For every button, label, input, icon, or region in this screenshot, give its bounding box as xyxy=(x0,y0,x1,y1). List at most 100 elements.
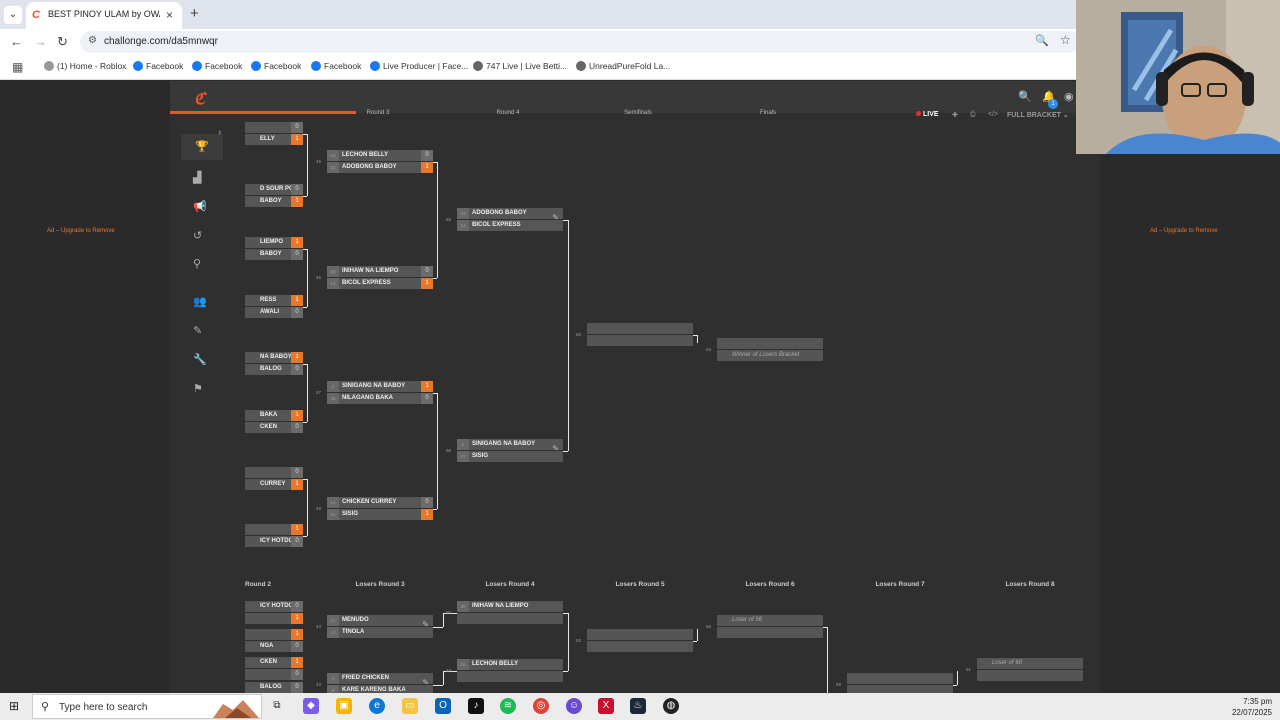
system-clock[interactable]: 7:35 pm 22/07/2025 xyxy=(1222,696,1272,718)
plus-icon[interactable]: ✚ xyxy=(952,112,958,119)
file-explorer-icon[interactable]: ▭ xyxy=(402,698,418,714)
obs-icon[interactable]: ◍ xyxy=(663,698,679,714)
forward-arrow-icon[interactable]: → xyxy=(34,34,47,49)
copilot-icon[interactable]: ◆ xyxy=(303,698,319,714)
bracket-connector xyxy=(303,196,307,197)
edit-match-icon[interactable]: ✎ xyxy=(422,678,429,687)
seed-number: 8 xyxy=(327,685,339,693)
bracket-match[interactable] xyxy=(587,323,693,347)
match-id: 43 xyxy=(316,682,322,687)
bracket-connector xyxy=(827,627,828,693)
widgets-icon[interactable]: ▣ xyxy=(336,698,352,714)
task-view-icon[interactable]: ⧉ xyxy=(273,700,281,711)
reload-icon[interactable]: ↻ xyxy=(57,34,68,49)
spotify-icon[interactable]: ≋ xyxy=(500,698,516,714)
edit-match-icon[interactable]: ✎ xyxy=(422,620,429,629)
bracket-match[interactable] xyxy=(587,629,693,653)
bookmark-facebook-3[interactable]: Facebook xyxy=(251,61,301,71)
live-label: LIVE xyxy=(923,111,939,118)
taskbar-search-placeholder: Type here to search xyxy=(59,702,148,713)
bookmark-unreadpurefold[interactable]: UnreadPureFold La... xyxy=(576,61,670,71)
edit-match-icon[interactable]: ✎ xyxy=(552,444,559,453)
chrome-icon[interactable]: ◎ xyxy=(533,698,549,714)
bracket-match[interactable]: Winner of Losers Bracket xyxy=(717,338,823,362)
bookmark-label: Facebook xyxy=(205,61,243,71)
tab-close-icon[interactable]: × xyxy=(166,8,174,22)
collapse-chevron-icon[interactable]: › xyxy=(218,127,222,138)
bracket-match[interactable] xyxy=(847,673,953,693)
megaphone-icon[interactable]: 📢 xyxy=(193,201,207,213)
bracket-connector xyxy=(303,364,307,365)
print-icon[interactable]: ⎙ xyxy=(970,111,976,118)
steam-icon[interactable]: ♨ xyxy=(630,698,646,714)
pencil-icon[interactable]: ✎ xyxy=(193,325,203,337)
bookmark-facebook-1[interactable]: Facebook xyxy=(133,61,183,71)
edit-match-icon[interactable]: ✎ xyxy=(552,213,559,222)
apps-grid-icon[interactable]: ▦ xyxy=(12,60,24,74)
windows-start-icon[interactable]: ⊞ xyxy=(9,699,20,713)
bookmark-star-icon[interactable]: ☆ xyxy=(1060,33,1071,47)
ad-upgrade-link-right[interactable]: Ad – Upgrade to Remove xyxy=(1150,228,1218,234)
outlook-icon[interactable]: O xyxy=(435,698,451,714)
bracket-match[interactable]: Loser of 56 xyxy=(717,615,823,639)
ad-upgrade-link-left[interactable]: Ad – Upgrade to Remove xyxy=(47,228,115,234)
bookmark-live-producer[interactable]: Live Producer | Face... xyxy=(370,61,468,71)
bracket-match[interactable]: Loser of 60 xyxy=(977,658,1083,682)
address-bar[interactable]: ⚙ challonge.com/da5mnwqr 🔍 ☆ xyxy=(80,31,1080,53)
wrench-icon[interactable]: 🔧 xyxy=(193,354,207,366)
trophy-icon[interactable]: 🏆 xyxy=(181,134,223,160)
site-info-icon[interactable]: ⚙ xyxy=(88,35,97,46)
taskbar-search[interactable]: ⚲ Type here to search xyxy=(32,694,262,719)
user-avatar-icon[interactable]: ◉ xyxy=(1064,91,1074,103)
history-icon[interactable]: ↺ xyxy=(193,230,203,242)
bookmark-roblox[interactable]: (1) Home - Roblox xyxy=(44,61,126,71)
location-pin-icon[interactable]: ⚲ xyxy=(193,258,202,270)
browser-tab-active[interactable]: C BEST PINOY ULAM by OWA - C × xyxy=(26,2,182,29)
tab-search-chevron-icon[interactable]: ⌄ xyxy=(4,6,22,24)
discord-icon[interactable]: ☺ xyxy=(566,698,582,714)
edge-icon[interactable]: e xyxy=(369,698,385,714)
xsplit-icon[interactable]: X xyxy=(598,698,614,714)
bookmark-facebook-4[interactable]: Facebook xyxy=(311,61,361,71)
embed-code-icon[interactable]: </> xyxy=(988,111,999,118)
zoom-icon[interactable]: 🔍 xyxy=(1035,35,1049,47)
view-select[interactable]: FULL BRACKET ⌄ xyxy=(1007,112,1069,119)
participants-icon[interactable]: 👥 xyxy=(193,296,207,308)
back-arrow-icon[interactable]: ← xyxy=(10,34,23,49)
bookmark-facebook-2[interactable]: Facebook xyxy=(192,61,242,71)
challonge-logo[interactable]: ℭ xyxy=(194,91,205,108)
tiktok-icon[interactable]: ♪ xyxy=(468,698,484,714)
bookmark-label: (1) Home - Roblox xyxy=(57,61,127,71)
seed-number: 39 xyxy=(327,266,339,277)
bookmark-747-live[interactable]: 747 Live | Live Betti... xyxy=(473,61,567,71)
new-tab-icon[interactable]: + xyxy=(190,5,199,22)
standings-icon[interactable]: ▟ xyxy=(193,172,202,184)
flag-icon[interactable]: ⚑ xyxy=(193,383,203,395)
search-icon[interactable]: 🔍 xyxy=(1018,91,1032,103)
participant-name: CURREY xyxy=(260,481,286,487)
